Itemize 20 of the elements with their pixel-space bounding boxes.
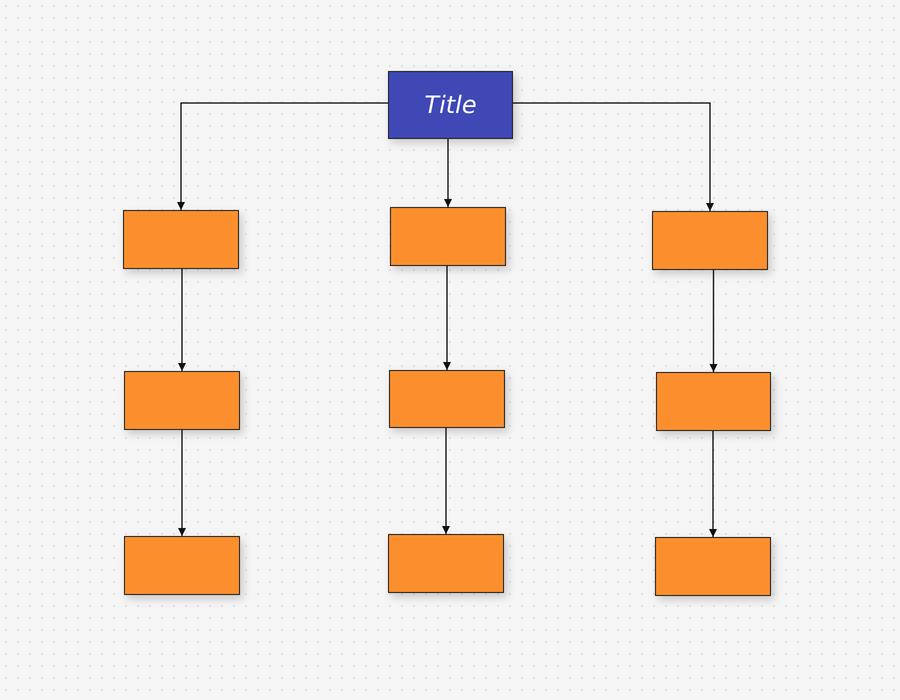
- empty-box: [388, 534, 504, 593]
- arrow: [444, 139, 452, 207]
- arrow: [178, 269, 186, 371]
- title-text: Title: [424, 91, 477, 119]
- empty-box: [390, 207, 506, 266]
- arrow: [178, 430, 186, 536]
- empty-box: [123, 210, 239, 269]
- empty-box: [124, 536, 240, 595]
- empty-box: [656, 372, 771, 431]
- empty-box: [652, 211, 768, 270]
- arrow: [443, 266, 451, 370]
- empty-box: [655, 537, 771, 596]
- arrow: [177, 102, 388, 210]
- arrow: [513, 102, 714, 211]
- empty-box: [389, 370, 505, 428]
- arrow: [442, 428, 450, 534]
- empty-box: [124, 371, 240, 430]
- arrow: [710, 270, 718, 372]
- arrow: [709, 431, 717, 537]
- title-box: [388, 71, 513, 139]
